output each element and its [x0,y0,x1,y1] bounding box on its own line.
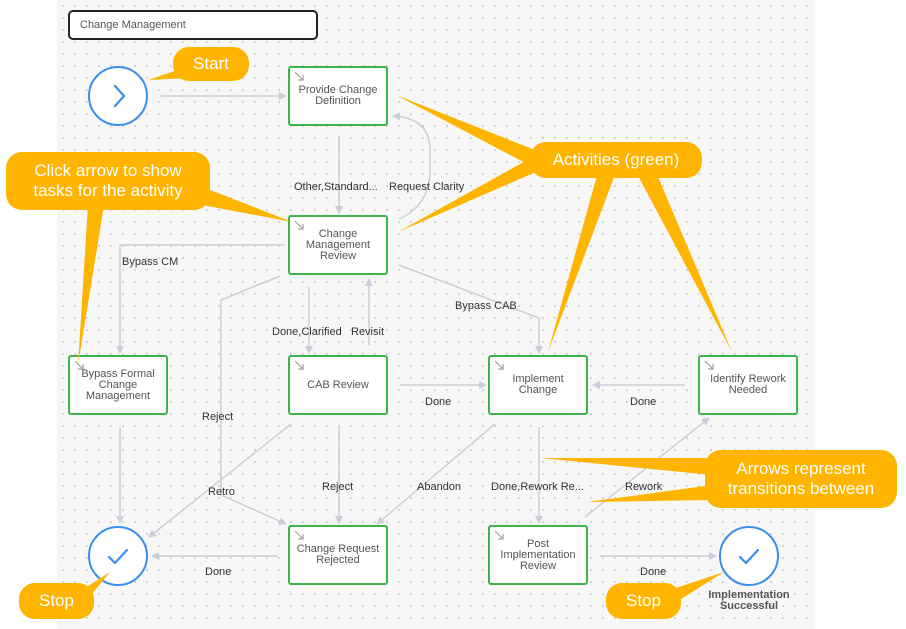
transition-label[interactable]: Done [205,566,232,578]
callout-text: Activities (green) [552,150,680,169]
expand-tasks-arrow-icon[interactable] [493,529,505,541]
workflow-title: Change Management [80,19,186,31]
callout-stop-right: Stop [606,583,681,619]
start-event[interactable] [88,66,148,126]
transition-post-to-rework[interactable] [584,417,710,518]
activity-post-implementation-review[interactable]: Post Implementation Review [488,525,588,585]
transition-label[interactable]: Reject [322,481,354,493]
transition-label[interactable]: Done [425,396,452,408]
activity-label: CAB Review [307,378,369,391]
callout-stop-left: Stop [19,583,94,619]
activity-change-management-review[interactable]: Change Management Review [288,215,388,275]
stop-event-implementation-successful[interactable] [719,526,779,586]
activity-bypass-formal-change-management[interactable]: Bypass Formal Change Management [68,355,168,415]
transition-label[interactable]: Reject [202,411,234,423]
activity-label: Change Management Review [305,227,371,262]
transition-label[interactable]: Done [630,396,657,408]
transition-review-to-implement[interactable] [398,264,543,354]
expand-tasks-arrow-icon[interactable] [73,359,85,371]
transition-label[interactable]: Bypass CAB [455,300,517,312]
chevron-right-icon [113,84,126,108]
transition-label[interactable]: Request Clarity [389,181,465,193]
callout-activities-green: Activities (green) [530,142,702,178]
activity-label: Provide Change Definition [298,84,378,107]
activity-cab-review[interactable]: CAB Review [288,355,388,415]
expand-tasks-arrow-icon[interactable] [293,529,305,541]
stop-event-label: Implementation Successful [708,589,790,612]
activity-label: Bypass Formal Change Management [81,367,155,402]
checkmark-icon [738,548,760,565]
transition-label[interactable]: Bypass CM [122,256,179,268]
transition-label[interactable]: Done,Clarified [272,326,342,338]
transition-cab-to-stop[interactable] [148,423,292,538]
activity-identify-rework-needed[interactable]: Identify Rework Needed [698,355,798,415]
callout-text: Stop [39,591,74,610]
stop-event[interactable] [88,526,148,586]
activity-provide-change-definition[interactable]: Provide Change Definition [288,66,388,126]
transition-review-to-provide[interactable] [392,112,431,220]
transition-label[interactable]: Retro [208,486,235,498]
transition-label[interactable]: Other,Standard... [294,181,378,193]
transition-label[interactable]: Revisit [351,326,385,338]
callout-text: Arrows represent transitions between [727,459,875,498]
activity-label: Post Implementation Review [500,537,576,572]
activity-label: Identify Rework Needed [710,373,786,396]
transition-label[interactable]: Abandon [417,481,462,493]
checkmark-icon [107,548,129,565]
transition-review-to-bypass[interactable] [116,244,285,354]
activity-implement-change[interactable]: Implement Change [488,355,588,415]
expand-tasks-arrow-icon[interactable] [293,359,305,371]
transition-label[interactable]: Rework [625,481,663,493]
activity-change-request-rejected[interactable]: Change Request Rejected [288,525,388,585]
expand-tasks-arrow-icon[interactable] [293,70,305,82]
activity-label: Implement Change [512,373,564,396]
callout-text: Click arrow to show tasks for the activi… [33,161,183,200]
transition-label[interactable]: Done,Rework Re... [491,481,584,493]
expand-tasks-arrow-icon[interactable] [703,359,715,371]
callout-text: Stop [626,591,661,610]
workflow-title-box[interactable]: Change Management [68,10,318,40]
expand-tasks-arrow-icon[interactable] [293,219,305,231]
activity-label: Change Request Rejected [296,543,380,566]
callout-start: Start [173,47,249,81]
callout-arrows-represent: Arrows represent transitions between [705,450,897,508]
transition-implement-to-rejected[interactable] [376,423,496,525]
callout-click-arrow: Click arrow to show tasks for the activi… [6,152,210,210]
transition-label[interactable]: Done [640,566,667,578]
transition-review-to-rejected-retro[interactable] [220,275,287,525]
callout-text: Start [193,54,229,73]
expand-tasks-arrow-icon[interactable] [493,359,505,371]
